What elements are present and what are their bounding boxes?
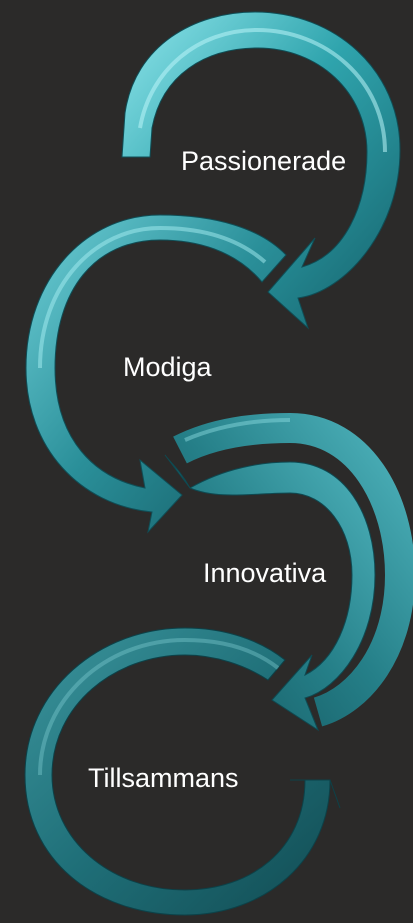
arrow-2 <box>25 214 287 534</box>
arrow-1 <box>121 11 401 330</box>
step-label-modiga: Modiga <box>123 352 212 382</box>
step-label-passionerade: Passionerade <box>181 146 347 176</box>
arrow-4 <box>24 627 341 916</box>
step-label-innovativa: Innovativa <box>203 558 327 588</box>
arrow-3 <box>164 412 413 732</box>
step-label-tillsammans: Tillsammans <box>88 763 239 793</box>
